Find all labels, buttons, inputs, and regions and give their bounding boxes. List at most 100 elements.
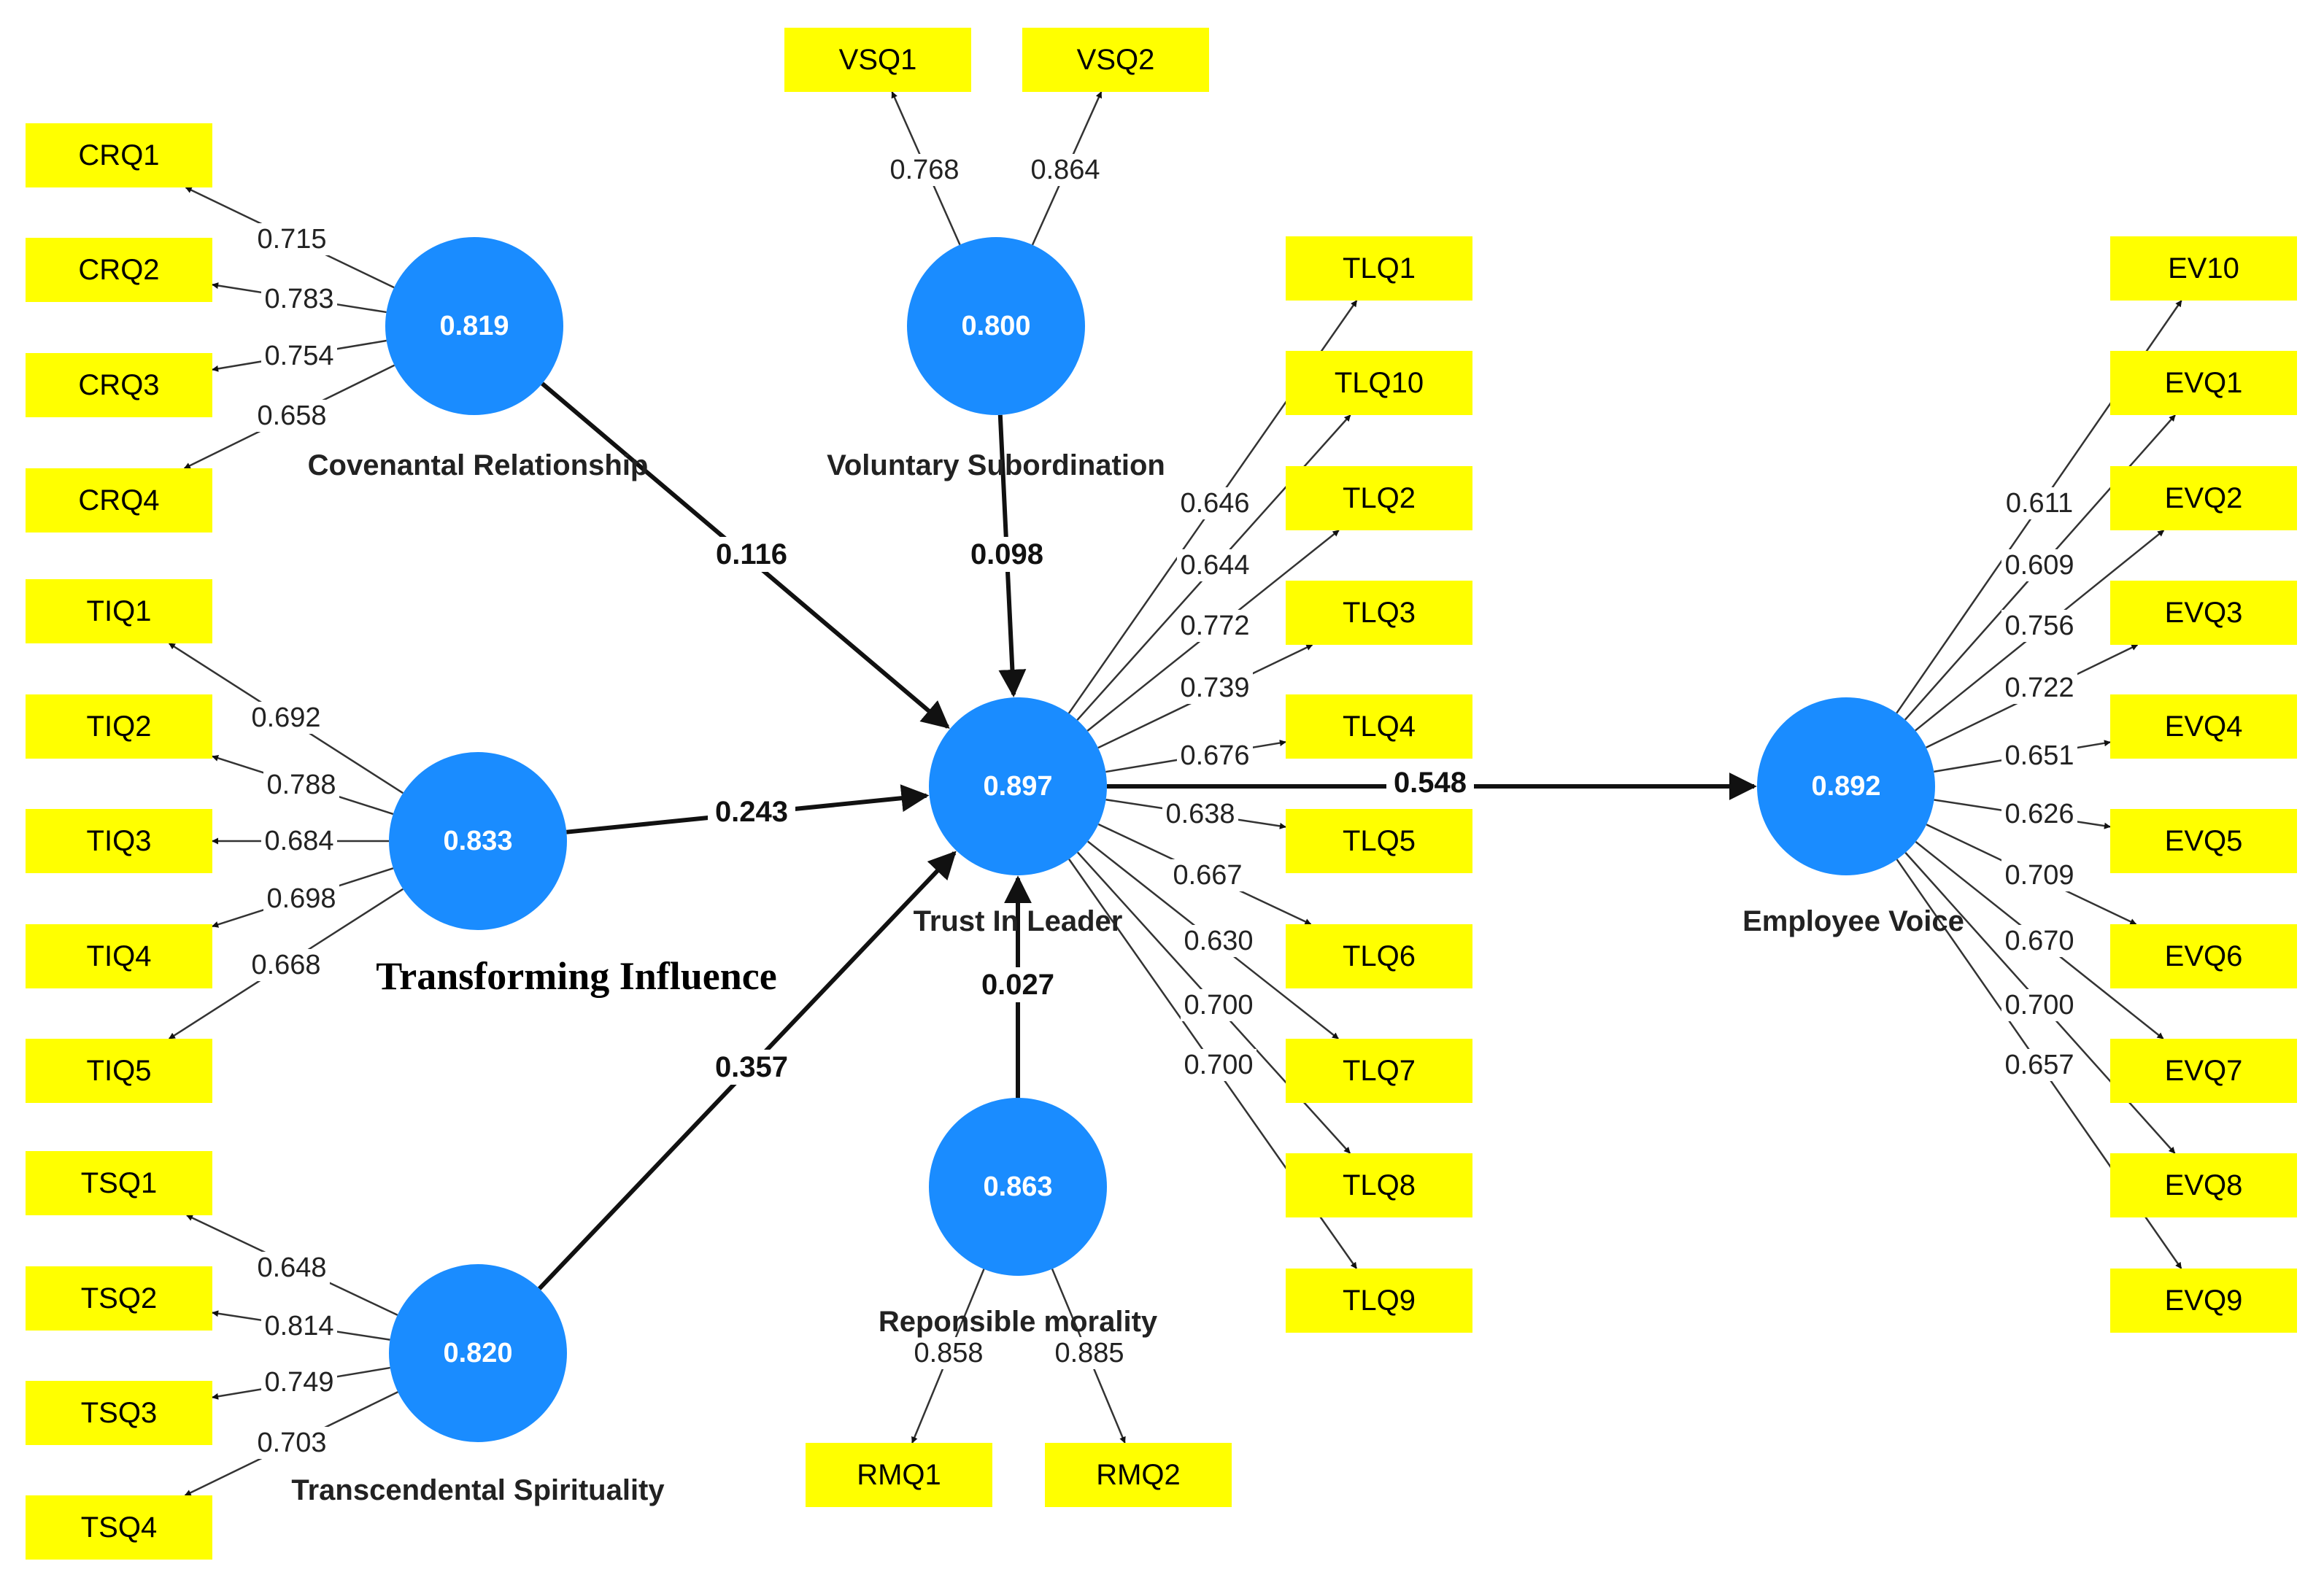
indicator-tiq5[interactable]: TIQ5 [26,1039,212,1103]
indicator-box[interactable] [2110,924,2297,988]
indicator-tlq7[interactable]: TLQ7 [1286,1039,1472,1103]
indicator-tiq4[interactable]: TIQ4 [26,924,212,988]
indicator-evq7[interactable]: EVQ7 [2110,1039,2297,1103]
indicator-box[interactable] [1286,581,1472,645]
indicator-box[interactable] [26,1495,212,1560]
indicator-box[interactable] [26,579,212,643]
indicator-box[interactable] [1286,351,1472,415]
loading-label-rmq2: 0.885 [1054,1338,1124,1368]
indicator-tsq2[interactable]: TSQ2 [26,1266,212,1331]
indicator-tsq1[interactable]: TSQ1 [26,1151,212,1215]
indicator-box[interactable] [2110,466,2297,530]
indicator-box[interactable] [2110,809,2297,873]
indicator-box[interactable] [1286,236,1472,301]
indicator-evq6[interactable]: EVQ6 [2110,924,2297,988]
indicator-box[interactable] [26,238,212,302]
indicator-box[interactable] [806,1443,992,1507]
indicator-box[interactable] [2110,581,2297,645]
indicator-tiq3[interactable]: TIQ3 [26,809,212,873]
loading-label-tlq10: 0.644 [1180,550,1249,581]
indicator-tlq1[interactable]: TLQ1 [1286,236,1472,301]
latent-circle[interactable] [929,697,1107,875]
indicator-tsq4[interactable]: TSQ4 [26,1495,212,1560]
indicator-box[interactable] [1022,28,1209,92]
indicator-box[interactable] [2110,1153,2297,1217]
indicator-evq8[interactable]: EVQ8 [2110,1153,2297,1217]
indicator-tlq6[interactable]: TLQ6 [1286,924,1472,988]
indicator-box[interactable] [1286,1153,1472,1217]
indicator-box[interactable] [2110,694,2297,759]
indicator-rmq1[interactable]: RMQ1 [806,1443,992,1507]
indicator-tlq9[interactable]: TLQ9 [1286,1269,1472,1333]
indicator-box[interactable] [1286,809,1472,873]
indicator-box[interactable] [26,694,212,759]
indicator-box[interactable] [26,924,212,988]
loading-label-tlq3: 0.739 [1180,673,1249,703]
indicator-box[interactable] [1286,1039,1472,1103]
indicator-label: CRQ3 [78,369,159,401]
indicator-evq4[interactable]: EVQ4 [2110,694,2297,759]
indicator-tsq3[interactable]: TSQ3 [26,1381,212,1445]
indicator-evq9[interactable]: EVQ9 [2110,1269,2297,1333]
latent-circle[interactable] [389,752,567,930]
indicator-tiq1[interactable]: TIQ1 [26,579,212,643]
indicator-box[interactable] [26,1039,212,1103]
indicator-box[interactable] [2110,1039,2297,1103]
indicator-box[interactable] [1286,924,1472,988]
loading-label-tlq5: 0.638 [1165,799,1235,829]
latent-name: Employee Voice [1742,905,1964,937]
indicator-rmq2[interactable]: RMQ2 [1045,1443,1232,1507]
indicator-box[interactable] [1045,1443,1232,1507]
indicator-box[interactable] [1286,694,1472,759]
indicator-box[interactable] [784,28,971,92]
indicator-crq1[interactable]: CRQ1 [26,123,212,187]
indicator-vsq1[interactable]: VSQ1 [784,28,971,92]
indicator-evq1[interactable]: EVQ1 [2110,351,2297,415]
indicator-tlq10[interactable]: TLQ10 [1286,351,1472,415]
latent-circle[interactable] [389,1264,567,1442]
indicator-tlq8[interactable]: TLQ8 [1286,1153,1472,1217]
indicator-box[interactable] [1286,466,1472,530]
indicator-box[interactable] [26,123,212,187]
indicator-crq4[interactable]: CRQ4 [26,468,212,533]
indicator-box[interactable] [1286,1269,1472,1333]
indicator-tlq4[interactable]: TLQ4 [1286,694,1472,759]
loading-label-bg [887,154,962,186]
latent-circle[interactable] [385,237,563,415]
indicator-vsq2[interactable]: VSQ2 [1022,28,1209,92]
indicator-evq2[interactable]: EVQ2 [2110,466,2297,530]
indicator-evq5[interactable]: EVQ5 [2110,809,2297,873]
indicator-tiq2[interactable]: TIQ2 [26,694,212,759]
loading-label-tlq8: 0.700 [1184,990,1253,1021]
indicator-box[interactable] [26,1151,212,1215]
latent-circle[interactable] [929,1098,1107,1276]
latent-circle[interactable] [907,237,1085,415]
indicator-crq3[interactable]: CRQ3 [26,353,212,417]
indicator-box[interactable] [26,809,212,873]
indicator-box[interactable] [2110,236,2297,301]
indicator-box[interactable] [2110,351,2297,415]
indicator-box[interactable] [26,353,212,417]
indicator-label: CRQ1 [78,139,159,171]
indicator-box[interactable] [2110,1269,2297,1333]
indicator-box[interactable] [26,468,212,533]
indicator-tlq2[interactable]: TLQ2 [1286,466,1472,530]
loading-label-tsq4: 0.703 [257,1428,326,1458]
indicator-box[interactable] [26,1381,212,1445]
indicator-tlq5[interactable]: TLQ5 [1286,809,1472,873]
indicator-crq2[interactable]: CRQ2 [26,238,212,302]
indicator-ev10[interactable]: EV10 [2110,236,2297,301]
indicator-tlq3[interactable]: TLQ3 [1286,581,1472,645]
indicator-evq3[interactable]: EVQ3 [2110,581,2297,645]
latent-circle[interactable] [1757,697,1935,875]
indicator-box[interactable] [26,1266,212,1331]
loading-label-bg [248,949,324,981]
